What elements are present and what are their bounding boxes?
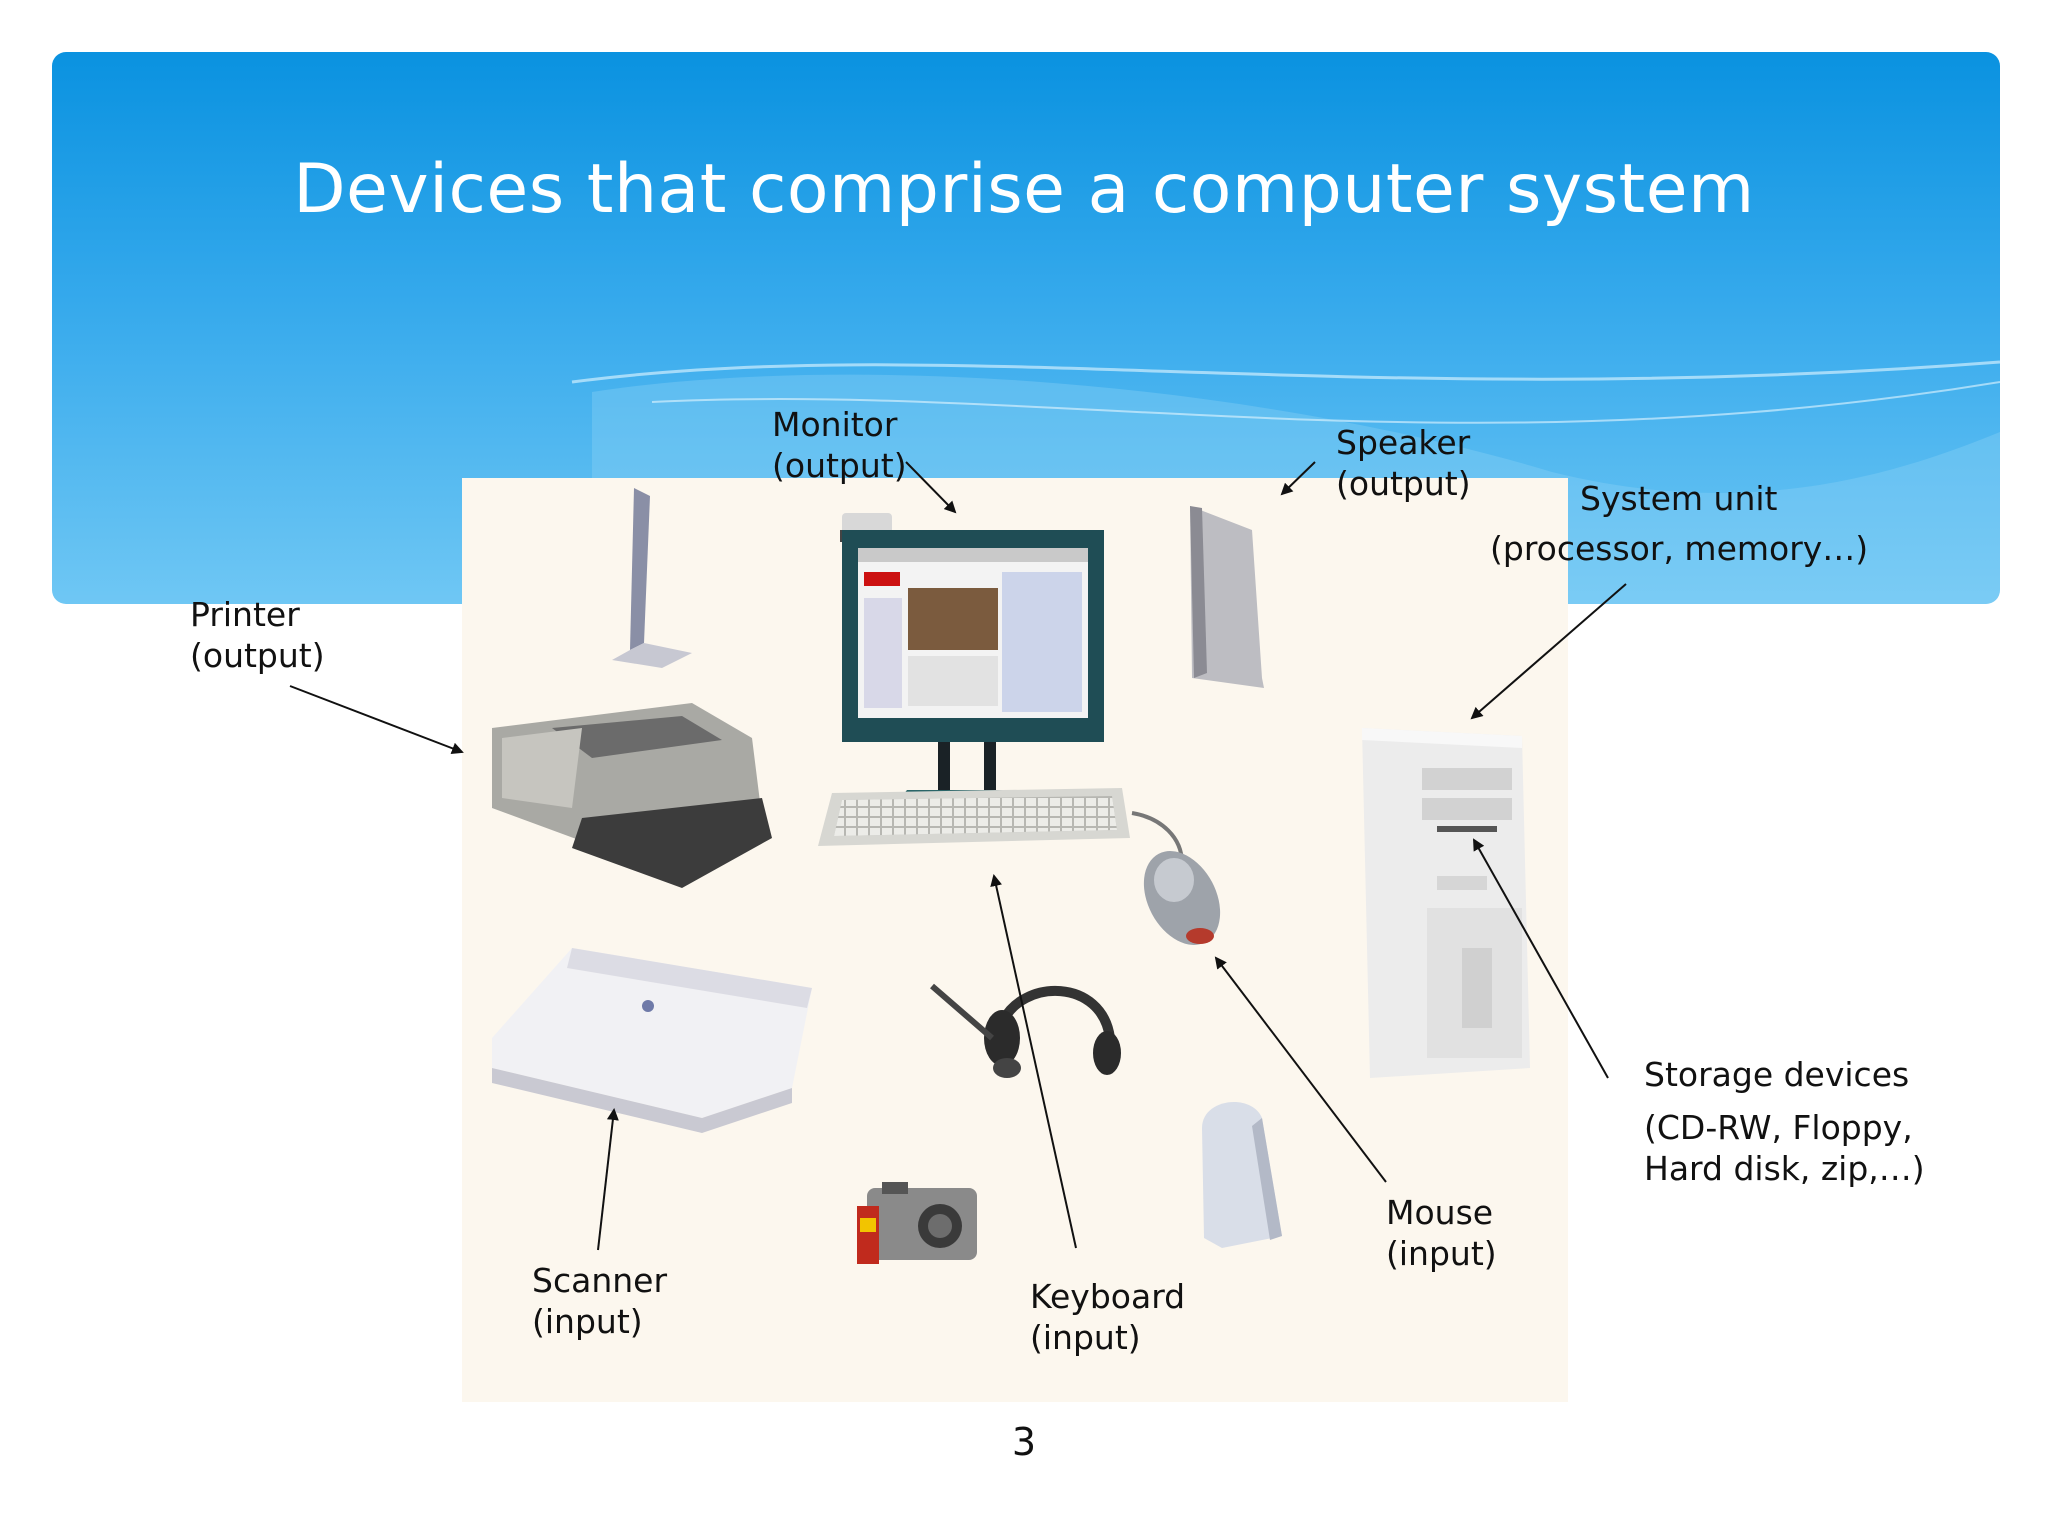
storage-label-name: Storage devices: [1644, 1055, 1910, 1094]
scanner-label: Scanner (input): [532, 1260, 667, 1342]
system-unit-icon: [1362, 728, 1530, 1078]
scanner-label-name: Scanner: [532, 1261, 668, 1300]
scanner-icon: [492, 948, 812, 1133]
keyboard-label: Keyboard (input): [1030, 1276, 1185, 1358]
monitor-label: Monitor (output): [772, 404, 907, 486]
system-unit-label-name: System unit: [1580, 479, 1778, 518]
monitor-label-role: (output): [772, 446, 907, 485]
monitor-label-name: Monitor: [772, 405, 898, 444]
slide-title: Devices that comprise a computer system: [293, 150, 1755, 229]
page-number: 3: [1011, 1420, 1037, 1464]
storage-label-line2: (CD-RW, Floppy,: [1644, 1108, 1913, 1147]
flat-speaker-icon: [612, 488, 692, 668]
headset-icon: [930, 983, 1121, 1078]
monitor-icon: [840, 513, 1104, 808]
speaker-label-name: Speaker: [1336, 423, 1471, 462]
mouse-label-role: (input): [1386, 1234, 1497, 1273]
system-unit-label: System unit (processor, memory…): [1490, 474, 1868, 574]
zip-drive-icon: [1202, 1101, 1282, 1248]
speaker-icon: [1190, 506, 1264, 688]
mouse-icon: [1131, 811, 1221, 945]
speaker-label: Speaker (output): [1336, 422, 1471, 504]
printer-label-role: (output): [190, 636, 325, 675]
storage-label-line3: Hard disk, zip,…): [1644, 1149, 1925, 1188]
system-unit-label-role: (processor, memory…): [1490, 529, 1869, 568]
printer-arrow: [289, 685, 464, 755]
keyboard-label-role: (input): [1030, 1318, 1141, 1357]
printer-icon: [492, 703, 772, 888]
speaker-label-role: (output): [1336, 464, 1471, 503]
printer-label: Printer (output): [190, 594, 325, 676]
mouse-label: Mouse (input): [1386, 1192, 1497, 1274]
scanner-label-role: (input): [532, 1302, 643, 1341]
keyboard-icon: [818, 788, 1130, 846]
devices-photo: [462, 478, 1568, 1402]
printer-label-name: Printer: [190, 595, 300, 634]
camera-icon: [857, 1182, 977, 1264]
mouse-label-name: Mouse: [1386, 1193, 1494, 1232]
storage-label: Storage devices (CD-RW, Floppy, Hard dis…: [1644, 1054, 1925, 1189]
keyboard-label-name: Keyboard: [1030, 1277, 1186, 1316]
